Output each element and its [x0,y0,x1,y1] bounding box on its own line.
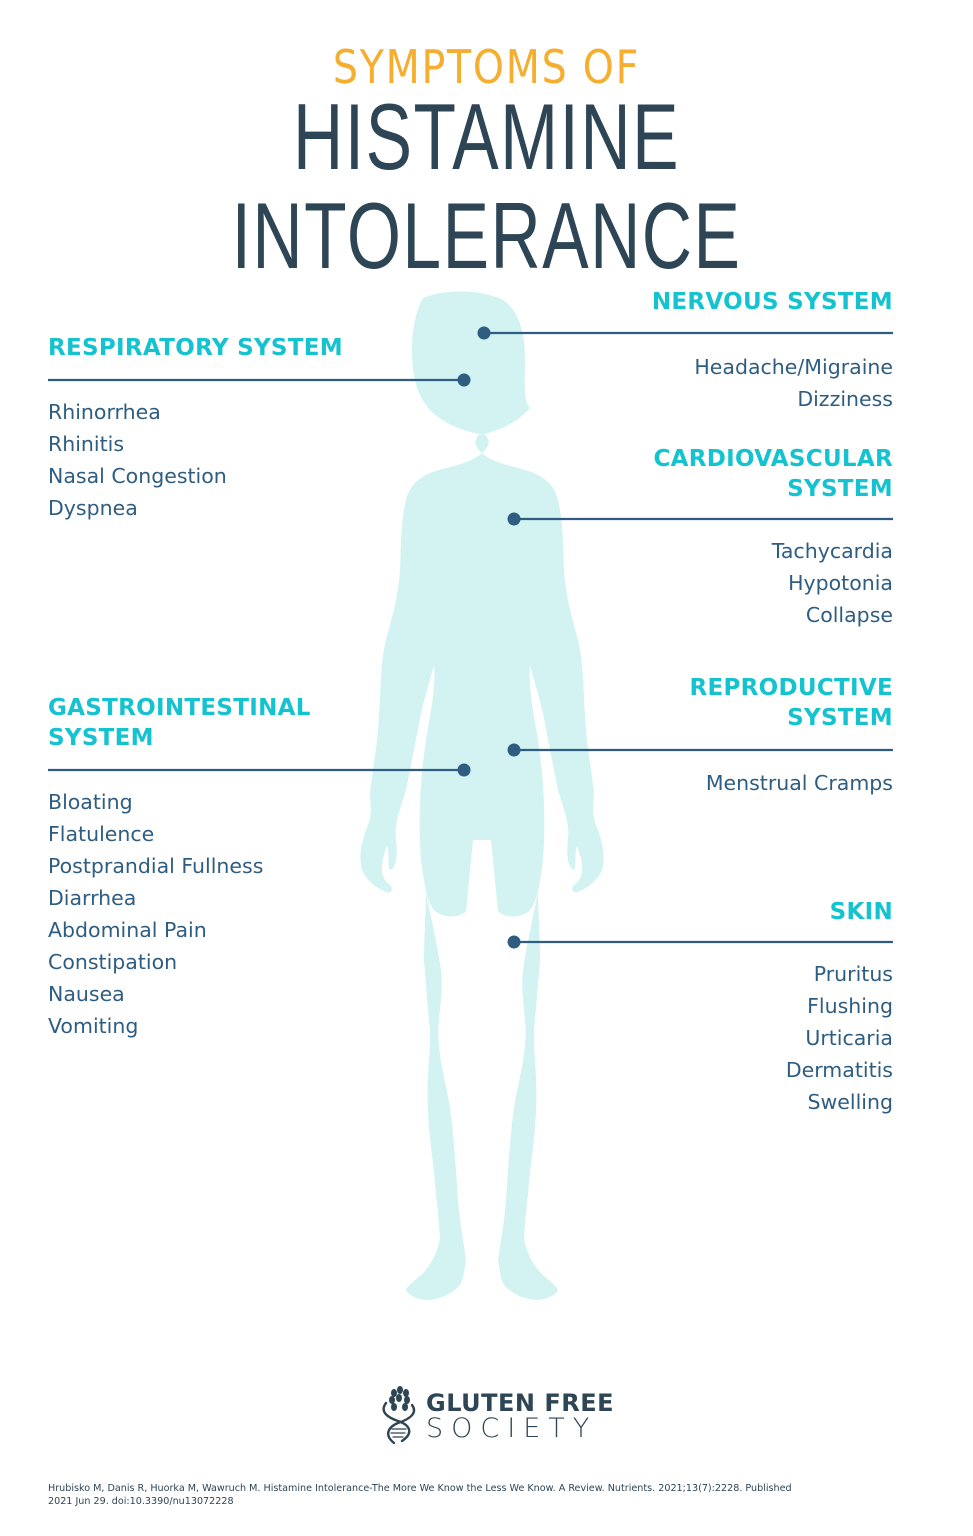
list-item: Abdominal Pain [48,918,207,942]
list-item: Constipation [48,950,178,974]
list-item: Flushing [807,994,893,1018]
list-item: Dizziness [797,387,893,411]
list-item: Urticaria [805,1026,893,1050]
citation-line2: 2021 Jun 29. doi:10.3390/nu13072228 [48,1496,234,1507]
connectors [48,326,893,949]
section-respiratory: RESPIRATORY SYSTEM [48,333,343,363]
heading-gastrointestinal-line1: GASTROINTESTINAL [48,695,311,721]
list-reproductive: Menstrual Cramps [706,767,893,799]
section-skin: SKIN [830,897,893,927]
list-item: Postprandial Fullness [48,854,264,878]
heading-reproductive-line2: SYSTEM [787,705,893,731]
citation-line1: Hrubisko M, Danis R, Huorka M, Wawruch M… [48,1483,792,1494]
heading-reproductive-line1: REPRODUCTIVE [689,675,893,701]
heading-gastrointestinal-line2: SYSTEM [48,725,154,751]
list-item: Dyspnea [48,496,138,520]
dot-respiratory [457,373,471,387]
list-item: Flatulence [48,822,155,846]
page-title: HISTAMINE INTOLERANCE [231,84,742,288]
list-gastrointestinal: Bloating Flatulence Postprandial Fullnes… [48,786,263,1042]
list-item: Swelling [807,1090,893,1114]
heading-skin: SKIN [829,899,893,925]
list-item: Diarrhea [48,886,137,910]
list-item: Tachycardia [771,539,893,563]
logo-text-line1: GLUTEN FREE [426,1389,614,1417]
heading-cardiovascular-line1: CARDIOVASCULAR [653,446,893,472]
list-item: Rhinitis [48,432,125,456]
list-item: Rhinorrhea [48,400,161,424]
list-item: Collapse [805,603,893,627]
section-reproductive: REPRODUCTIVE SYSTEM [689,673,893,733]
section-cardiovascular: CARDIOVASCULAR SYSTEM [653,444,893,504]
heading-respiratory: RESPIRATORY SYSTEM [48,335,343,361]
list-item: Menstrual Cramps [705,771,893,795]
section-gastrointestinal: GASTROINTESTINAL SYSTEM [48,693,311,753]
list-item: Headache/Migraine [694,355,893,379]
dot-gastrointestinal [457,763,471,777]
dot-cardiovascular [507,512,521,526]
subtitle: SYMPTOMS OF [332,40,641,94]
list-nervous: Headache/Migraine Dizziness [694,351,893,415]
dot-nervous [477,326,491,340]
list-item: Dermatitis [785,1058,893,1082]
section-nervous: NERVOUS SYSTEM [652,287,893,317]
list-item: Nasal Congestion [48,464,227,488]
dot-reproductive [507,743,521,757]
citation: Hrubisko M, Danis R, Huorka M, Wawruch M… [48,1482,808,1508]
female-silhouette [360,291,604,1300]
list-item: Hypotonia [788,571,893,595]
wheat-dna-icon [382,1386,416,1445]
list-item: Bloating [48,790,133,814]
list-cardiovascular: Tachycardia Hypotonia Collapse [772,535,893,631]
list-item: Pruritus [813,962,893,986]
logo-text-line2: SOCIETY [426,1413,598,1444]
heading-nervous: NERVOUS SYSTEM [651,289,893,315]
list-respiratory: Rhinorrhea Rhinitis Nasal Congestion Dys… [48,396,227,524]
list-item: Nausea [48,982,125,1006]
list-item: Vomiting [48,1014,139,1038]
heading-cardiovascular-line2: SYSTEM [787,476,893,502]
dot-skin [507,935,521,949]
list-skin: Pruritus Flushing Urticaria Dermatitis S… [786,958,893,1118]
brand-logo: GLUTEN FREE SOCIETY [378,1383,614,1445]
